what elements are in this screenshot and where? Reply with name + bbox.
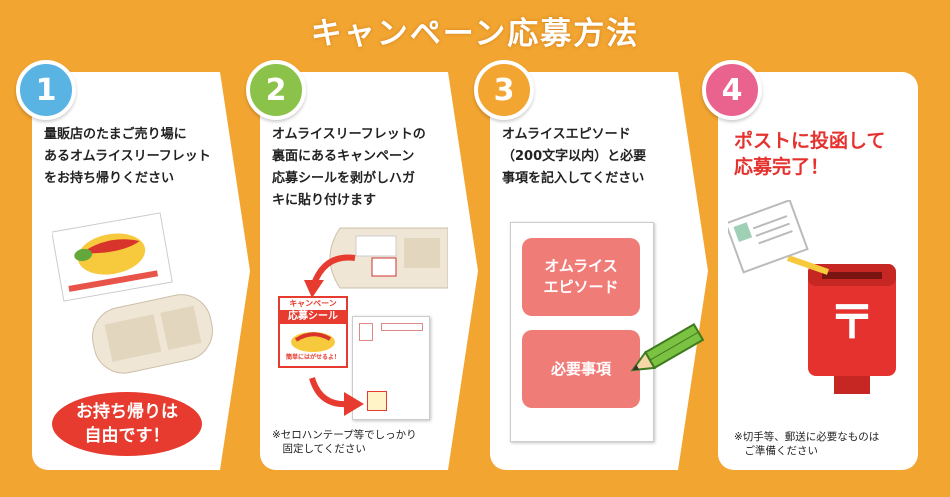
step-3-text: オムライスエピソード （200文字以内）と必要 事項を記入してください — [502, 127, 647, 186]
step-1-badge: 1 — [16, 60, 76, 120]
episode-field: オムライス エピソード — [522, 238, 640, 316]
svg-text:〒: 〒 — [829, 295, 875, 349]
step-1-text: 量販店のたまご売り場に あるオムライスリーフレット をお持ち帰りください — [44, 127, 211, 186]
leaflet-back-illustration — [329, 227, 448, 289]
sticker-label: 応募シール — [280, 310, 346, 324]
step-4-note: ※切手等、郵送に必要なものは ご準備ください — [734, 431, 880, 457]
entry-sticker: キャンペーン 応募シール 簡単にはがせるよ！ — [278, 296, 348, 368]
mailbox-icon: 〒 — [728, 200, 896, 394]
leaflet-illustration — [52, 212, 213, 374]
step-2-text: オムライスリーフレットの 裏面にあるキャンペーン 応募シールを剥がしハガ キに貼… — [272, 127, 426, 208]
stamp-box — [359, 323, 373, 341]
pencil-icon — [630, 322, 705, 372]
required-info-field: 必要事項 — [522, 330, 640, 408]
step-2-badge: 2 — [246, 60, 306, 120]
pasted-sticker — [367, 391, 387, 411]
sticker-note: 簡単にはがせるよ！ — [285, 354, 340, 361]
curved-arrow-icon — [309, 377, 364, 416]
take-free-badge: お持ち帰りは 自由です！ — [52, 392, 202, 456]
omelette-icon — [291, 332, 335, 352]
page-title: キャンペーン応募方法 — [310, 16, 640, 52]
step-4-badge: 4 — [702, 60, 762, 120]
postal-code-boxes — [381, 323, 423, 331]
step-4-headline: ポストに投函して 応募完了！ — [734, 130, 886, 178]
step-2-note: ※セロハンテープ等でしっかり 固定してください — [272, 429, 417, 455]
step-3-badge: 3 — [474, 60, 534, 120]
curved-arrow-icon — [304, 254, 356, 298]
sticker-title: キャンペーン — [289, 299, 337, 308]
postcard — [352, 316, 430, 420]
